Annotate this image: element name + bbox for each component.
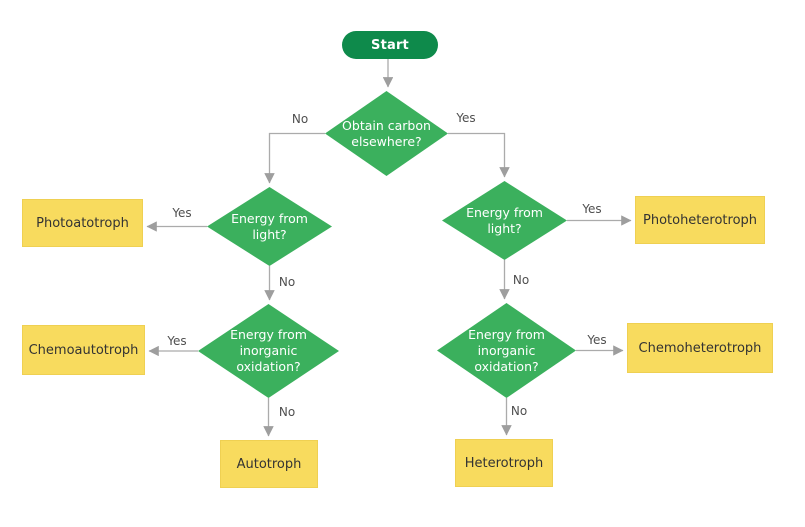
- result-autotroph[interactable]: Autotroph: [220, 440, 318, 488]
- edge-label-no: No: [510, 404, 528, 418]
- result-photoheterotroph[interactable]: Photoheterotroph: [635, 196, 765, 244]
- edge-label-no: No: [278, 405, 296, 419]
- decision-diamond-shape: [325, 91, 448, 176]
- result-label: Heterotroph: [464, 455, 544, 471]
- result-label: Chemoautotroph: [28, 342, 139, 358]
- decision-diamond-shape: [207, 187, 332, 266]
- decision-diamond-shape: [442, 181, 567, 260]
- result-photoatotroph[interactable]: Photoatotroph: [22, 199, 143, 247]
- start-label: Start: [371, 37, 409, 53]
- result-chemoautotroph[interactable]: Chemoautotroph: [22, 325, 145, 375]
- start-node[interactable]: Start: [342, 31, 438, 59]
- result-heterotroph[interactable]: Heterotroph: [455, 439, 553, 487]
- decision-diamond-shape: [198, 304, 339, 398]
- decision-energy-light-right[interactable]: Energy from light?: [442, 181, 567, 260]
- result-chemoheterotroph[interactable]: Chemoheterotroph: [627, 323, 773, 373]
- edge-obtain-carbon-no: [264, 132, 325, 184]
- edge-obtain-carbon-yes: [448, 132, 510, 178]
- decision-energy-light-left[interactable]: Energy from light?: [207, 187, 332, 266]
- decision-obtain-carbon[interactable]: Obtain carbon elsewhere?: [325, 91, 448, 176]
- decision-energy-inorganic-left[interactable]: Energy from inorganic oxidation?: [198, 304, 339, 398]
- edge-label-yes: Yes: [582, 202, 602, 216]
- decision-label: Obtain carbon elsewhere?: [342, 117, 431, 149]
- edge-label-no: No: [278, 275, 296, 289]
- edge-label-no: No: [512, 273, 530, 287]
- edge-label-yes: Yes: [172, 206, 192, 220]
- result-label: Chemoheterotroph: [638, 340, 762, 356]
- decision-label: Energy from inorganic oxidation?: [230, 327, 307, 374]
- result-label: Photoatotroph: [36, 215, 129, 231]
- edge-label-yes: Yes: [167, 334, 187, 348]
- edge-label-yes: Yes: [587, 333, 607, 347]
- decision-label: Energy from light?: [231, 210, 308, 242]
- result-label: Autotroph: [236, 456, 302, 472]
- edge-label-yes: Yes: [456, 111, 476, 125]
- decision-energy-inorganic-right[interactable]: Energy from inorganic oxidation?: [437, 303, 576, 398]
- decision-label: Energy from inorganic oxidation?: [468, 326, 545, 374]
- decision-label: Energy from light?: [466, 204, 543, 236]
- result-label: Photoheterotroph: [642, 212, 758, 228]
- decision-diamond-shape: [437, 303, 576, 398]
- edge-label-no: No: [291, 112, 309, 126]
